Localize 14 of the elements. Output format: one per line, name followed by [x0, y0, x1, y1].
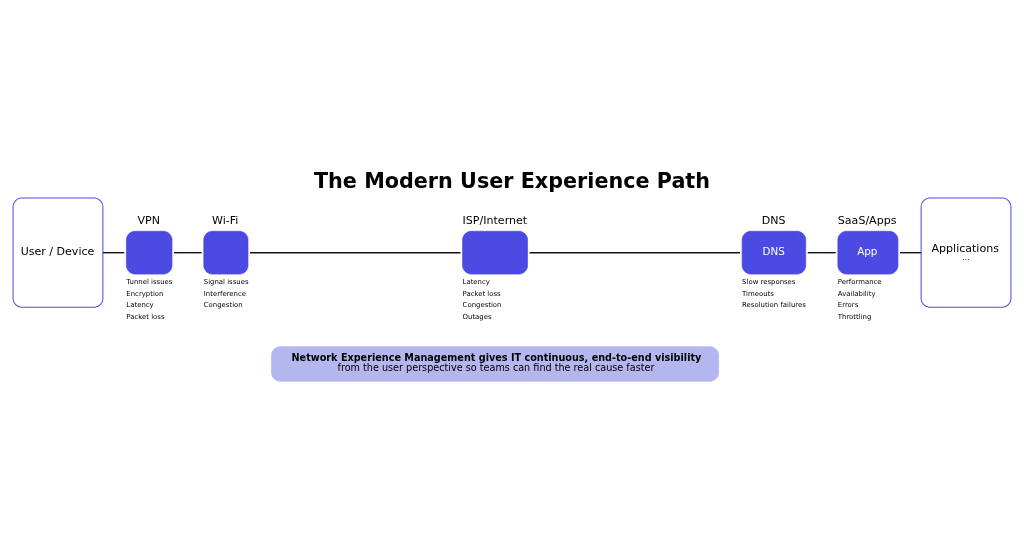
connector: [249, 251, 462, 253]
node-label: DNS: [761, 213, 786, 227]
connector: [528, 251, 741, 253]
connector: [899, 251, 922, 253]
node-box: Network Experience Management gives IT continuous, end-to-end visibility from the user perspective so teams can find the real cause faster: [271, 345, 719, 382]
diagram-title: The Modern User Experience Path: [314, 168, 711, 193]
node-label: VPN: [137, 213, 160, 227]
node-label: Wi-Fi: [212, 213, 239, 227]
node-label: SaaS/Apps: [837, 213, 897, 227]
node-box: User / Device: [12, 197, 104, 308]
connector: [102, 251, 125, 253]
connector: [173, 251, 203, 253]
node-label: ISP/Internet: [462, 213, 528, 227]
connector: [807, 251, 837, 253]
